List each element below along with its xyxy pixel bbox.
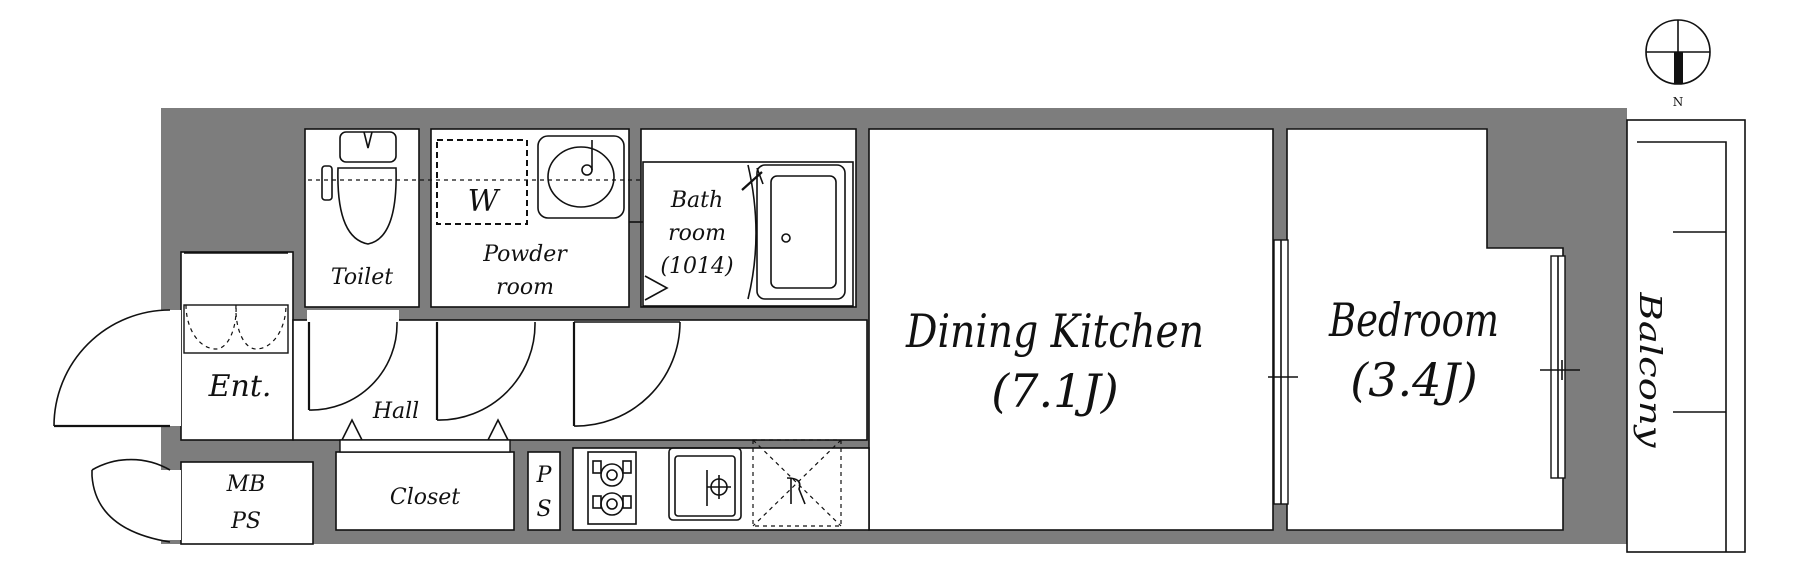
mbps-label-line1: MB [226,472,266,497]
closet-room [335,451,515,531]
mbps-label-line2: PS [230,509,261,534]
bedroom-sliding-door [1268,239,1298,505]
toilet-room [304,128,420,308]
washer-label: W [468,184,501,219]
dining-door [572,321,681,427]
entrance-label: Ent. [208,369,272,404]
mbps-room [180,461,314,545]
ps-label-line1: P [536,463,553,488]
dining-kitchen-size: (7.1J) [991,364,1119,418]
closet-doors [339,418,511,453]
bathroom-label-line3: (1014) [660,254,733,279]
bathtub-icon [629,161,854,307]
entrance-area [180,251,294,441]
balcony-label: Balcony [1632,291,1667,449]
dining-kitchen-room [868,128,1274,531]
toilet-icon [308,131,640,245]
bathroom [640,128,857,308]
bathroom-label-line2: room [668,221,726,246]
ps-room [527,451,561,531]
ps-label-line2: S [536,497,551,522]
rooms [180,128,1564,545]
bedroom-label: Bedroom [1328,293,1499,347]
gas-stove-icon [587,451,637,525]
bedroom-room [1286,128,1564,531]
toilet-label: Toilet [331,265,393,290]
mbps-door [91,458,181,543]
powder-door [435,321,536,421]
bathroom-label-line1: Bath [670,188,723,213]
dining-kitchen-label: Dining Kitchen [905,304,1204,358]
hall-label: Hall [372,399,419,424]
powder-room-label-line2: room [496,275,554,300]
wash-basin-icon [537,135,625,219]
balcony [1626,119,1746,553]
toilet-door [307,310,399,411]
powder-room-label-line1: Powder [482,242,568,267]
entrance-door [53,252,289,428]
north-arrow-icon [1645,19,1711,85]
bedroom-size: (3.4J) [1350,353,1478,407]
north-label: N [1673,95,1684,109]
kitchen-sink-icon [668,447,742,521]
balcony-window [1540,255,1580,479]
refrigerator-space-icon [752,439,842,527]
washing-machine-space-icon [436,139,528,225]
kitchen-counter [572,447,870,531]
closet-label: Closet [390,485,460,510]
